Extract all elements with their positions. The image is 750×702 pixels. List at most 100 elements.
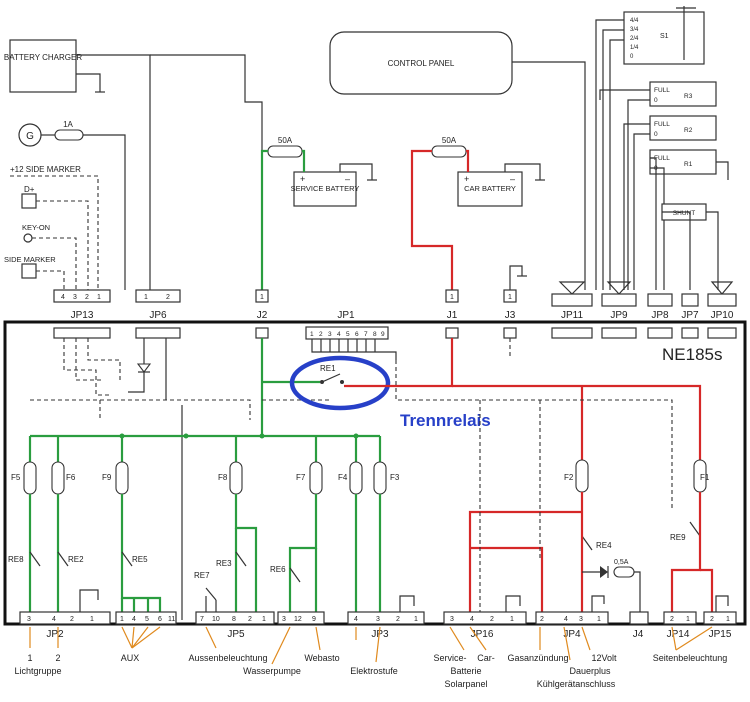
fuse-f1-label: F1 bbox=[700, 473, 710, 482]
j2-label: J2 bbox=[257, 310, 268, 321]
legend-batterie: Batterie bbox=[450, 666, 481, 676]
s1-level-2-4: 2/4 bbox=[630, 36, 639, 42]
jp4-label: JP4 bbox=[563, 629, 581, 640]
jp1-pin: 3 bbox=[328, 331, 332, 338]
jp2-pin: 3 bbox=[27, 616, 31, 623]
connector-j4: J4 bbox=[629, 611, 649, 640]
fuse-f4: F4 bbox=[338, 461, 363, 495]
j3-label: J3 bbox=[505, 310, 516, 321]
jp1-pin: 4 bbox=[337, 331, 341, 338]
s1-level-3-4: 3/4 bbox=[630, 27, 639, 33]
jp15-pin: 1 bbox=[726, 616, 730, 623]
jp3-pin: 3 bbox=[376, 616, 380, 623]
jp3-pin: 2 bbox=[396, 616, 400, 623]
jp16-pin: 4 bbox=[470, 616, 474, 623]
connector-jp14: 2 1 JP14 bbox=[663, 611, 697, 640]
legend-elektrostufe: Elektrostufe bbox=[350, 666, 398, 676]
tank-r2-full: FULL bbox=[654, 121, 670, 128]
jp1-pin: 2 bbox=[319, 331, 323, 338]
legend-kuehlgeraet: Kühlgerätanschluss bbox=[537, 679, 616, 689]
legend-solarpanel: Solarpanel bbox=[444, 679, 487, 689]
connector-jp9: JP9 bbox=[601, 281, 637, 321]
j4-label: J4 bbox=[633, 629, 644, 640]
fuse-f6-label: F6 bbox=[66, 473, 76, 482]
jp15-label: JP15 bbox=[709, 629, 732, 640]
jp10-label: JP10 bbox=[711, 310, 734, 321]
relay-re4-label: RE4 bbox=[596, 541, 612, 550]
jp6-label: JP6 bbox=[149, 310, 167, 321]
wp-pin: 9 bbox=[312, 616, 316, 623]
relay-re7: RE7 bbox=[194, 571, 217, 612]
side-marker-label: SIDE MARKER bbox=[4, 255, 56, 264]
s1-level-1-4: 1/4 bbox=[630, 45, 639, 51]
fuse-f6: F6 bbox=[51, 461, 76, 495]
jp1-pin: 8 bbox=[373, 331, 377, 338]
jp1-pin: 7 bbox=[364, 331, 368, 338]
jp11-label: JP11 bbox=[561, 310, 583, 321]
fuse-0-5a-label: 0,5A bbox=[614, 559, 629, 566]
jp15-pin: 2 bbox=[710, 616, 714, 623]
fuse-f7-label: F7 bbox=[296, 473, 306, 482]
connector-j1: 1 J1 bbox=[445, 289, 459, 321]
relay-re5: RE5 bbox=[121, 551, 148, 567]
jp5-pin: 7 bbox=[200, 616, 204, 623]
legend-pin-1: 1 bbox=[27, 653, 32, 663]
wp-pin: 3 bbox=[282, 616, 286, 623]
fuse-f9-label: F9 bbox=[102, 473, 112, 482]
module-name: NE185s bbox=[662, 345, 722, 364]
car-battery-minus: – bbox=[510, 174, 515, 184]
generator-symbol: G bbox=[26, 131, 34, 142]
jp9-label: JP9 bbox=[610, 310, 628, 321]
legend-gasanzuendung: Gasanzündung bbox=[507, 653, 568, 663]
jp13-label: JP13 bbox=[71, 310, 94, 321]
connector-wp: 3 12 9 bbox=[277, 611, 325, 625]
connector-jp3: 4 3 2 1 JP3 bbox=[347, 611, 425, 640]
wp-pin: 12 bbox=[294, 616, 302, 623]
tank-r1-full: FULL bbox=[654, 155, 670, 162]
jp5-pin: 2 bbox=[248, 616, 252, 623]
d-plus-label: D+ bbox=[24, 185, 35, 194]
connector-j2: 1 J2 bbox=[255, 289, 269, 321]
legend-car: Car- bbox=[477, 653, 495, 663]
fuse-f2-label: F2 bbox=[564, 473, 574, 482]
control-panel: CONTROL PANEL bbox=[329, 31, 586, 290]
legend-aussenbeleuchtung: Aussenbeleuchtung bbox=[188, 653, 267, 663]
tank-sensor-r2: FULL 0 R2 bbox=[623, 115, 717, 290]
generator: G 1A bbox=[18, 120, 126, 290]
connector-jp13: 4 3 2 1 JP13 bbox=[53, 289, 111, 321]
aux-pin: 5 bbox=[145, 616, 149, 623]
connector-jp7: JP7 bbox=[681, 293, 699, 321]
jp2-pin: 2 bbox=[70, 616, 74, 623]
connector-jp5: 7 10 8 2 1 JP5 bbox=[195, 611, 275, 640]
connector-jp1: JP1 1 2 3 4 5 6 7 8 9 bbox=[305, 310, 397, 360]
service-battery-plus: + bbox=[300, 174, 305, 184]
connector-jp16: 3 4 2 1 JP16 bbox=[443, 611, 527, 640]
s1-level-empty: 0 bbox=[630, 54, 634, 60]
jp13-pin: 2 bbox=[85, 294, 89, 301]
trennrelais-callout: Trennrelais bbox=[400, 411, 491, 430]
jp7-label: JP7 bbox=[681, 310, 699, 321]
legend-seitenbeleuchtung: Seitenbeleuchtung bbox=[653, 653, 728, 663]
s1-level-full: 4/4 bbox=[630, 18, 639, 24]
j2-pin: 1 bbox=[260, 294, 264, 301]
connector-jp8: JP8 bbox=[647, 293, 673, 321]
s1-label: S1 bbox=[660, 33, 669, 40]
fuse-f8: F8 bbox=[218, 461, 243, 495]
legend-arrows bbox=[29, 626, 713, 665]
jp13-pin: 1 bbox=[97, 294, 101, 301]
fuse-f3-label: F3 bbox=[390, 473, 400, 482]
jp3-label: JP3 bbox=[371, 629, 389, 640]
jp3-pin: 1 bbox=[414, 616, 418, 623]
tank-sensor-r1: FULL 0 R1 bbox=[649, 149, 729, 290]
j1-label: J1 bbox=[447, 310, 458, 321]
fuse-f1: F1 bbox=[693, 459, 710, 493]
tank-r3-full: FULL bbox=[654, 87, 670, 94]
jp14-pin: 2 bbox=[670, 616, 674, 623]
jp5-pin: 10 bbox=[212, 616, 220, 623]
jp13-pin: 4 bbox=[61, 294, 65, 301]
shunt: SHUNT bbox=[661, 203, 719, 290]
jp2-label: JP2 bbox=[46, 629, 64, 640]
jp1-label: JP1 bbox=[337, 310, 355, 321]
connector-jp2: 3 4 2 1 JP2 bbox=[19, 611, 111, 640]
